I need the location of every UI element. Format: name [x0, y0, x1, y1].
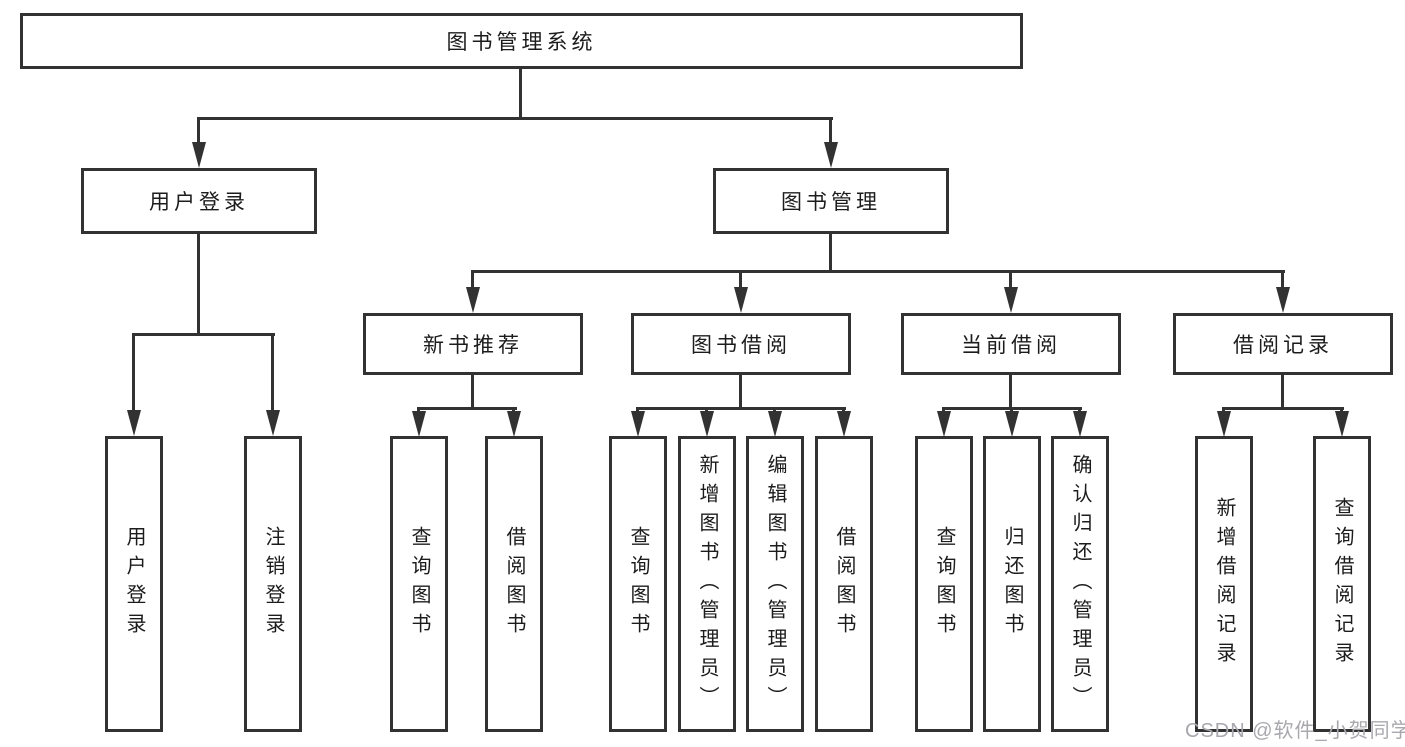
arrow-to-query-books-1 — [412, 411, 426, 437]
leaf-label: 用户登录 — [123, 526, 145, 642]
node-label: 新书推荐 — [423, 334, 523, 357]
arrow-to-query-books-2 — [631, 411, 645, 437]
arrow-to-add-borrow-record — [1217, 411, 1231, 437]
connector-current-vline — [1009, 374, 1012, 408]
leaf-query-borrow-record: 查询借阅记录 — [1313, 436, 1371, 732]
leaf-label: 查询图书 — [933, 526, 955, 642]
arrow-to-book-borrowing — [734, 287, 748, 313]
node-user-login: 用户登录 — [81, 168, 317, 234]
connector-book-mgmt-drop-4 — [1281, 270, 1284, 288]
connector-borrowing-vline — [739, 374, 742, 408]
leaf-label: 新增借阅记录 — [1213, 497, 1235, 671]
leaf-label: 注销登录 — [262, 526, 284, 642]
arrow-to-borrow-books-2 — [837, 411, 851, 437]
arrow-to-current-borrowing — [1004, 287, 1018, 313]
leaf-query-books-current: 查询图书 — [915, 436, 973, 732]
connector-root-drop-right — [829, 117, 832, 147]
connector-recommend-hline — [417, 407, 517, 410]
connector-book-mgmt-hline — [471, 270, 1285, 273]
node-borrowing-records: 借阅记录 — [1173, 313, 1393, 375]
connector-user-login-hline — [132, 333, 275, 336]
connector-records-hline — [1222, 407, 1344, 410]
arrow-to-borrow-books-1 — [507, 411, 521, 437]
arrow-to-user-login — [192, 142, 206, 168]
arrow-to-return-book — [1005, 411, 1019, 437]
node-label: 图书管理 — [781, 191, 881, 214]
connector-book-mgmt-drop-1 — [471, 270, 474, 288]
arrow-to-new-book-recommend — [466, 287, 480, 313]
arrow-to-edit-book — [768, 411, 782, 437]
leaf-label: 查询借阅记录 — [1331, 497, 1353, 671]
connector-root-drop-left — [197, 117, 200, 147]
arrow-to-leaf-logout — [266, 410, 280, 436]
leaf-edit-book-admin: 编辑图书（管理员） — [746, 436, 804, 732]
csdn-watermark: CSDN @软件_小贺同学 — [1185, 720, 1405, 742]
node-label: 借阅记录 — [1233, 334, 1333, 357]
leaf-add-book-admin: 新增图书（管理员） — [678, 436, 736, 732]
node-library-management-system: 图书管理系统 — [20, 13, 1023, 69]
arrow-to-confirm-return — [1073, 411, 1087, 437]
leaf-label: 查询图书 — [408, 526, 430, 642]
connector-root-hline — [197, 117, 833, 120]
leaf-borrow-books-borrowing: 借阅图书 — [815, 436, 873, 732]
connector-user-login-drop-1 — [132, 333, 135, 411]
node-book-borrowing: 图书借阅 — [631, 313, 851, 375]
leaf-label: 查询图书 — [627, 526, 649, 642]
leaf-return-book: 归还图书 — [983, 436, 1041, 732]
arrow-to-borrowing-records — [1276, 287, 1290, 313]
arrow-to-query-borrow-record — [1335, 411, 1349, 437]
node-label: 图书管理系统 — [446, 31, 597, 54]
node-label: 图书借阅 — [691, 334, 791, 357]
leaf-label: 借阅图书 — [833, 526, 855, 642]
connector-recommend-vline — [471, 374, 474, 408]
node-book-management: 图书管理 — [713, 168, 949, 234]
leaf-query-books-recommend: 查询图书 — [390, 436, 448, 732]
connector-book-mgmt-vline — [829, 234, 832, 271]
leaf-label: 编辑图书（管理员） — [764, 453, 786, 715]
leaf-add-borrow-record: 新增借阅记录 — [1195, 436, 1253, 732]
arrow-to-leaf-user-login — [127, 410, 141, 436]
leaf-confirm-return-admin: 确认归还（管理员） — [1051, 436, 1109, 732]
node-label: 用户登录 — [149, 191, 249, 214]
connector-book-mgmt-drop-2 — [739, 270, 742, 288]
leaf-logout: 注销登录 — [244, 436, 302, 732]
connector-root-vline — [519, 69, 522, 118]
node-label: 当前借阅 — [961, 334, 1061, 357]
node-current-borrowing: 当前借阅 — [901, 313, 1121, 375]
leaf-query-books-borrowing: 查询图书 — [609, 436, 667, 732]
leaf-label: 确认归还（管理员） — [1069, 453, 1091, 715]
connector-book-mgmt-drop-3 — [1009, 270, 1012, 288]
leaf-user-login: 用户登录 — [105, 436, 163, 732]
connector-user-login-vline — [197, 234, 200, 334]
connector-user-login-drop-2 — [271, 333, 274, 411]
arrow-to-query-books-3 — [937, 411, 951, 437]
leaf-borrow-books-recommend: 借阅图书 — [485, 436, 543, 732]
leaf-label: 借阅图书 — [503, 526, 525, 642]
arrow-to-add-book — [700, 411, 714, 437]
connector-records-vline — [1281, 374, 1284, 408]
leaf-label: 归还图书 — [1001, 526, 1023, 642]
arrow-to-book-management — [824, 142, 838, 168]
node-new-book-recommend: 新书推荐 — [363, 313, 583, 375]
leaf-label: 新增图书（管理员） — [696, 453, 718, 715]
connector-borrowing-hline — [636, 407, 846, 410]
